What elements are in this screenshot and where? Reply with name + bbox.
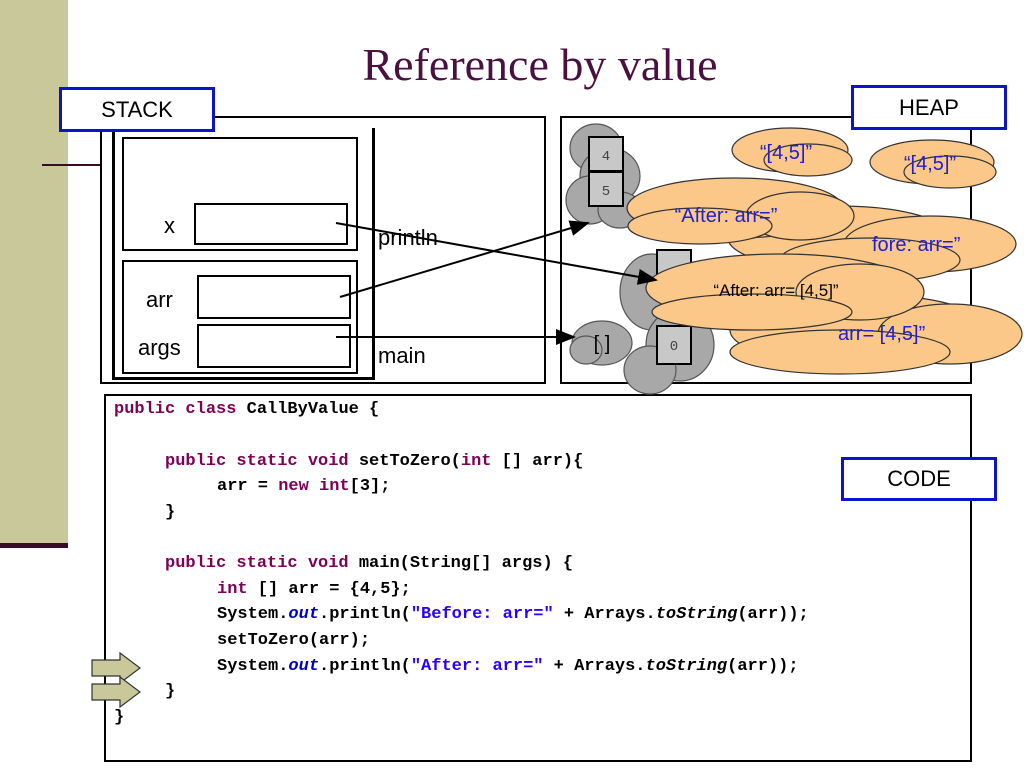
code-line-3: public static void setToZero(int [] arr)… <box>165 452 584 471</box>
stack-frame-println <box>122 137 358 251</box>
left-decor-line <box>0 543 68 548</box>
stack-wall-bottom <box>112 377 375 380</box>
code-label: CODE <box>841 457 997 501</box>
var-args-cell <box>197 324 351 368</box>
code-line-8: int [] arr = {4,5}; <box>217 580 411 599</box>
code-line-1: public class CallByValue { <box>114 400 380 419</box>
gray-cloud-empty-array <box>569 320 633 366</box>
code-line-11: System.out.println("After: arr=" + Array… <box>217 657 799 676</box>
frame-name-main: main <box>378 343 426 368</box>
left-connector-line <box>42 164 102 166</box>
var-x-label: x <box>164 213 175 238</box>
heap-array-cell-5 <box>588 171 624 207</box>
code-panel: public class CallByValue { public static… <box>104 394 972 762</box>
heap-zero-cell <box>656 325 692 365</box>
slide-title: Reference by value <box>362 39 718 90</box>
cloud-string-4-5-a-text: “[4,5]” <box>760 142 812 164</box>
stack-wall-right <box>372 128 375 380</box>
cloud-after-arr-4-5-text: “After: arr= [4,5]” <box>713 281 839 300</box>
var-x-cell <box>194 203 348 245</box>
code-line-4: arr = new int[3]; <box>217 477 391 496</box>
cloud-before-arr-text: fore: arr=” <box>872 234 960 256</box>
var-arr-label: arr <box>146 287 173 312</box>
arrow-x-reference <box>335 222 658 285</box>
heap-array-value-4: 4 <box>602 149 610 165</box>
code-line-7: public static void main(String[] args) { <box>165 554 574 573</box>
cloud-string-4-5-b-text: “[4,5]” <box>904 153 956 175</box>
cloud-after-arr-text: “After: arr=” <box>675 205 778 227</box>
cloud-string-4-5-b <box>869 139 997 189</box>
var-args-label: args <box>138 335 181 360</box>
var-arr-cell <box>197 275 351 319</box>
heap-zero-value: 0 <box>670 339 678 355</box>
code-line-5: } <box>165 503 176 522</box>
stack-wall-left <box>112 126 115 380</box>
stack-label: STACK <box>59 87 215 132</box>
code-line-10: setToZero(arr); <box>217 631 371 650</box>
frame-name-println: println <box>378 225 438 250</box>
arrow-arr-reference <box>339 220 590 298</box>
cloud-after-arr <box>626 177 855 245</box>
stack-frame-main <box>122 260 358 374</box>
heap-empty-array-text: [ ] <box>594 333 611 355</box>
cloud-after-arr-4-5 <box>645 253 925 331</box>
code-line-13: } <box>114 708 125 727</box>
code-line-12: } <box>165 682 176 701</box>
cloud-string-4-5-a <box>731 127 853 177</box>
left-decor-band <box>0 0 68 546</box>
execution-pointer-arrow-2 <box>91 675 141 709</box>
cloud-after-arr-4-5-back-text: arr= [4,5]” <box>838 323 925 345</box>
heap-label: HEAP <box>851 85 1007 130</box>
heap-array-value-5: 5 <box>602 184 610 200</box>
execution-pointer-arrow-1 <box>91 651 141 685</box>
code-line-9: System.out.println("Before: arr=" + Arra… <box>217 605 809 624</box>
